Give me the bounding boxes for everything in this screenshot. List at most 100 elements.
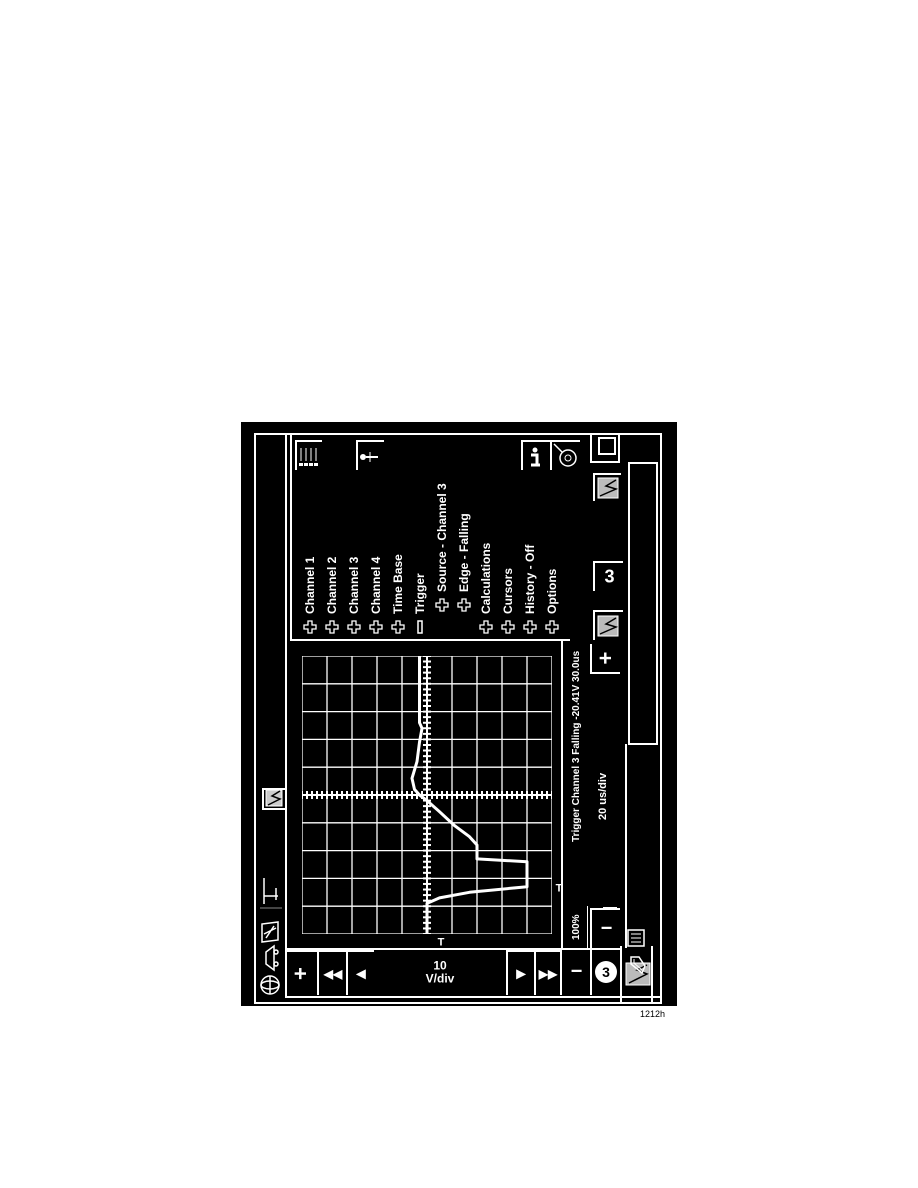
time-plus-icon: +	[593, 651, 618, 665]
expand-icon[interactable]	[501, 620, 515, 634]
menu-item-cursors[interactable]: Cursors	[498, 568, 518, 634]
volts-scale-value: 10	[433, 958, 447, 973]
volts-minus-button[interactable]: −	[560, 948, 590, 995]
expand-icon[interactable]	[479, 620, 493, 634]
waveform-grid	[301, 655, 553, 935]
expand-icon[interactable]	[391, 620, 405, 634]
menu-item-label: Calculations	[479, 542, 493, 614]
settings-menu: Channel 1 Channel 2 Channel 3 Channel 4 Time…	[290, 433, 570, 640]
person-tab[interactable]	[356, 440, 384, 470]
menu-item-options[interactable]: Options	[542, 569, 562, 634]
zoom-probe-icon	[553, 443, 577, 467]
scope-screen: + ◀◀ ◀ 10 V/div ▶ ▶▶ − 3 T T 100%	[241, 422, 677, 1006]
channel-bars-icon	[299, 448, 318, 466]
graph-view-button-3[interactable]	[593, 610, 623, 640]
bottom-divider	[625, 744, 627, 948]
time-plus-button[interactable]: +	[590, 644, 620, 674]
channel-bars-tab[interactable]	[295, 440, 322, 470]
expand-icon[interactable]	[303, 620, 317, 634]
graph-view-icon	[597, 615, 619, 637]
trigger-info-status: Trigger Channel 3 Falling -20.41V 30.0us	[571, 650, 582, 842]
side-tab-strip	[254, 774, 285, 1004]
menu-item-label: Options	[545, 568, 559, 614]
menu-item-label: Cursors	[501, 567, 515, 614]
menu-item-channel-4[interactable]: Channel 4	[366, 557, 386, 634]
menu-item-label: History - Off	[523, 544, 537, 614]
channel-badge-number: 3	[602, 964, 610, 981]
channel-badge: 3	[595, 961, 617, 984]
menu-item-label: Channel 2	[325, 556, 339, 614]
fast-forward-icon: ▶▶	[538, 966, 558, 981]
graph-view-button-2[interactable]	[593, 473, 621, 501]
timebase-value: 20 us/div	[597, 772, 609, 820]
forward-icon: ▶	[516, 966, 526, 981]
graph-view-icon	[597, 477, 619, 499]
expand-icon[interactable]	[435, 598, 449, 612]
menu-item-label: Channel 1	[303, 556, 317, 614]
stack-icon-button[interactable]	[625, 954, 647, 976]
channel-number-button[interactable]: 3	[593, 561, 623, 591]
menu-item-label: Trigger	[413, 573, 427, 614]
side-tab-icons	[260, 878, 282, 995]
menu-item-trigger[interactable]: Trigger	[410, 573, 430, 634]
menu-item-label: Channel 3	[347, 556, 361, 614]
menu-item-channel-2[interactable]: Channel 2	[322, 557, 342, 634]
channel-3-trace	[410, 656, 529, 934]
menu-item-label: Time Base	[391, 554, 405, 614]
channel-number-label: 3	[603, 566, 615, 587]
menu-item-history-off[interactable]: History - Off	[520, 545, 540, 634]
message-area	[628, 462, 658, 745]
stop-square-icon	[598, 437, 616, 455]
info-tab[interactable]	[521, 440, 550, 470]
volts-fast-back-button[interactable]: ◀◀	[317, 950, 346, 995]
scope-graph-icon	[265, 789, 283, 807]
expand-icon[interactable]	[523, 620, 537, 634]
time-slider-mark	[603, 907, 617, 908]
volts-control-column: + ◀◀ ◀ 10 V/div ▶ ▶▶	[285, 948, 560, 995]
figure-caption: 1212h	[640, 1009, 666, 1019]
menu-item-channel-1[interactable]: Channel 1	[300, 557, 320, 634]
volts-fast-forward-button[interactable]: ▶▶	[534, 950, 560, 995]
volts-scale-unit: V/div	[425, 971, 455, 986]
volts-scale-display: 10 V/div	[374, 950, 506, 995]
minus-icon: −	[570, 961, 582, 983]
scope-screen-rotated: + ◀◀ ◀ 10 V/div ▶ ▶▶ − 3 T T 100%	[241, 422, 677, 1006]
person-icon	[360, 452, 378, 462]
menu-item-time-base[interactable]: Time Base	[388, 554, 408, 634]
right-tab-column	[251, 430, 285, 470]
expand-icon[interactable]	[325, 620, 339, 634]
stack-icon	[630, 956, 646, 975]
volts-back-button[interactable]: ◀	[346, 950, 374, 995]
time-minus-icon: −	[600, 917, 612, 940]
data-table-icon-button[interactable]	[625, 926, 647, 948]
menu-item-calculations[interactable]: Calculations	[476, 543, 496, 634]
fast-back-icon: ◀◀	[323, 966, 342, 981]
stop-button[interactable]	[590, 433, 620, 463]
trigger-level-marker: T	[437, 936, 445, 949]
side-tab-scope[interactable]	[262, 788, 285, 810]
time-control-top-line	[587, 906, 588, 948]
menu-item-label: Source - Channel 3	[435, 483, 449, 592]
plot-bottom-divider	[561, 640, 563, 948]
channel-select-button[interactable]: 3	[590, 948, 620, 995]
waveform-plot	[301, 655, 553, 935]
expand-icon[interactable]	[347, 620, 361, 634]
expand-icon[interactable]	[369, 620, 383, 634]
menu-item-label: Edge - Falling	[457, 513, 471, 592]
expand-icon[interactable]	[545, 620, 559, 634]
info-icon	[531, 447, 540, 467]
back-icon: ◀	[356, 966, 366, 981]
zoom-probe-tab[interactable]	[550, 440, 580, 470]
collapse-icon[interactable]	[413, 620, 427, 634]
data-table-icon	[627, 929, 645, 947]
zoom-percent: 100%	[571, 914, 582, 940]
expand-icon[interactable]	[457, 598, 471, 612]
menu-item-edge-falling[interactable]: Edge - Falling	[454, 513, 474, 612]
menu-item-label: Channel 4	[369, 556, 383, 614]
plus-icon: +	[288, 967, 313, 980]
volts-forward-button[interactable]: ▶	[506, 950, 534, 995]
time-minus-button[interactable]: −	[590, 908, 620, 948]
menu-item-source-channel-3[interactable]: Source - Channel 3	[432, 483, 452, 612]
volts-plus-button[interactable]: +	[285, 950, 317, 995]
menu-item-channel-3[interactable]: Channel 3	[344, 557, 364, 634]
